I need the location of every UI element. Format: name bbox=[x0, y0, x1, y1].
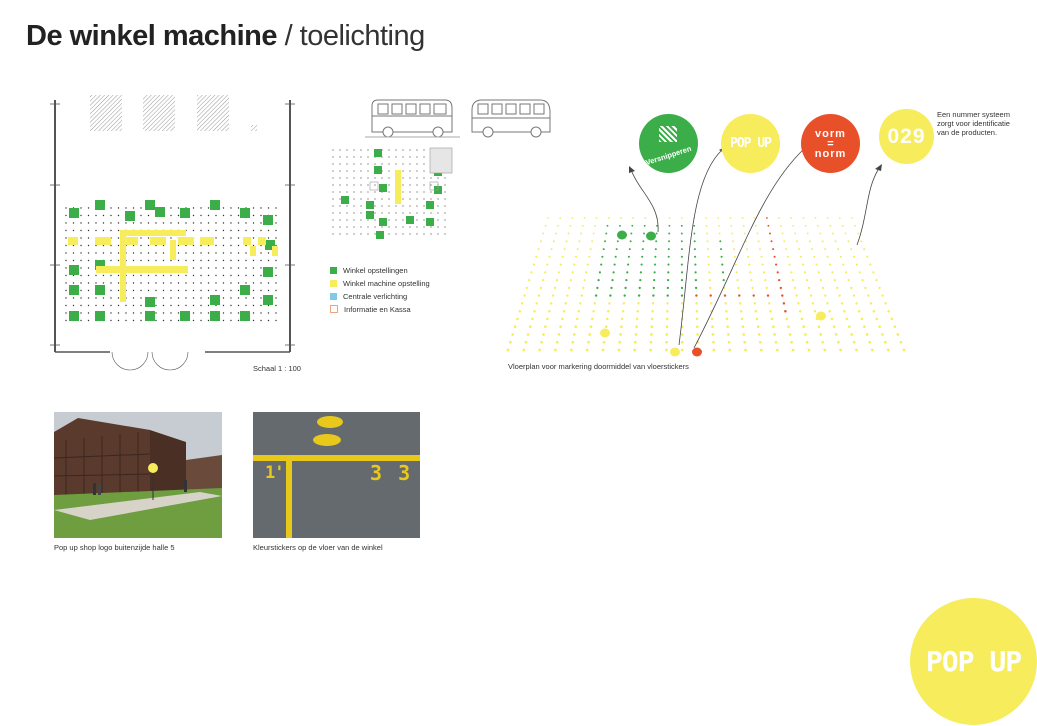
badge-arrows bbox=[631, 147, 879, 349]
badge-versnipperen: Versnipperen bbox=[639, 114, 698, 173]
legend-item-centrale-verlichting: Centrale verlichting bbox=[330, 292, 407, 301]
popup-logo: POP UP bbox=[910, 598, 1037, 725]
badge-popup-label: POP UP bbox=[730, 136, 772, 151]
legend-swatch-yellow bbox=[330, 280, 337, 287]
plan-markings bbox=[68, 200, 278, 321]
shredder-icon bbox=[659, 126, 677, 142]
badge-number: 029 bbox=[879, 109, 934, 164]
badge-number-label: 029 bbox=[887, 124, 926, 148]
legend-label: Winkel machine opstelling bbox=[343, 279, 430, 288]
number-system-note: Een nummer systeem zorgt voor identifica… bbox=[937, 110, 1010, 137]
legend-swatch-blue bbox=[330, 293, 337, 300]
photo-caption-building: Pop up shop logo buitenzijde halle 5 bbox=[54, 543, 175, 552]
floor-photo-mark-1: 1' bbox=[265, 463, 285, 483]
badge-vorm-norm: vorm = norm bbox=[801, 114, 860, 173]
page-title-sub: / toelichting bbox=[284, 20, 426, 52]
badge-vorm-line2: = bbox=[827, 137, 834, 150]
floor-plan-caption: Vloerplan voor markering doormiddel van … bbox=[508, 362, 689, 371]
badge-popup: POP UP bbox=[721, 114, 780, 173]
legend-item-winkel-machine: Winkel machine opstelling bbox=[330, 279, 430, 288]
badge-vorm-line3: norm bbox=[814, 147, 847, 160]
popup-logo-label: POP UP bbox=[925, 645, 1022, 678]
legend-item-winkel-opstellingen: Winkel opstellingen bbox=[330, 266, 408, 275]
legend-swatch-outline bbox=[330, 305, 338, 313]
bus-1 bbox=[365, 99, 460, 138]
bus-drawings bbox=[365, 99, 551, 138]
legend-label: Centrale verlichting bbox=[343, 292, 408, 301]
plan-hatched-blocks bbox=[90, 95, 257, 131]
badge-vorm-line1: vorm bbox=[815, 127, 846, 140]
page-title: De winkel machine / toelichting bbox=[26, 18, 425, 54]
bus-2 bbox=[471, 99, 551, 138]
legend-label: Winkel opstellingen bbox=[343, 266, 408, 275]
legend-swatch-green bbox=[330, 267, 337, 274]
legend-item-informatie-kassa: Informatie en Kassa bbox=[330, 305, 411, 314]
page-title-main: De winkel machine bbox=[26, 20, 278, 52]
photo-caption-floor: Kleurstickers op de vloer van de winkel bbox=[253, 543, 383, 552]
photo-floor-stickers bbox=[253, 412, 420, 538]
floor-plan bbox=[50, 100, 295, 371]
legend-label: Informatie en Kassa bbox=[344, 305, 411, 314]
photo-building bbox=[53, 412, 222, 538]
bus-layout-grid bbox=[332, 147, 453, 239]
floor-sticker-grid bbox=[506, 217, 906, 357]
floor-photo-mark-2: 3 3 bbox=[370, 461, 413, 485]
scale-label: Schaal 1 : 100 bbox=[253, 364, 301, 373]
